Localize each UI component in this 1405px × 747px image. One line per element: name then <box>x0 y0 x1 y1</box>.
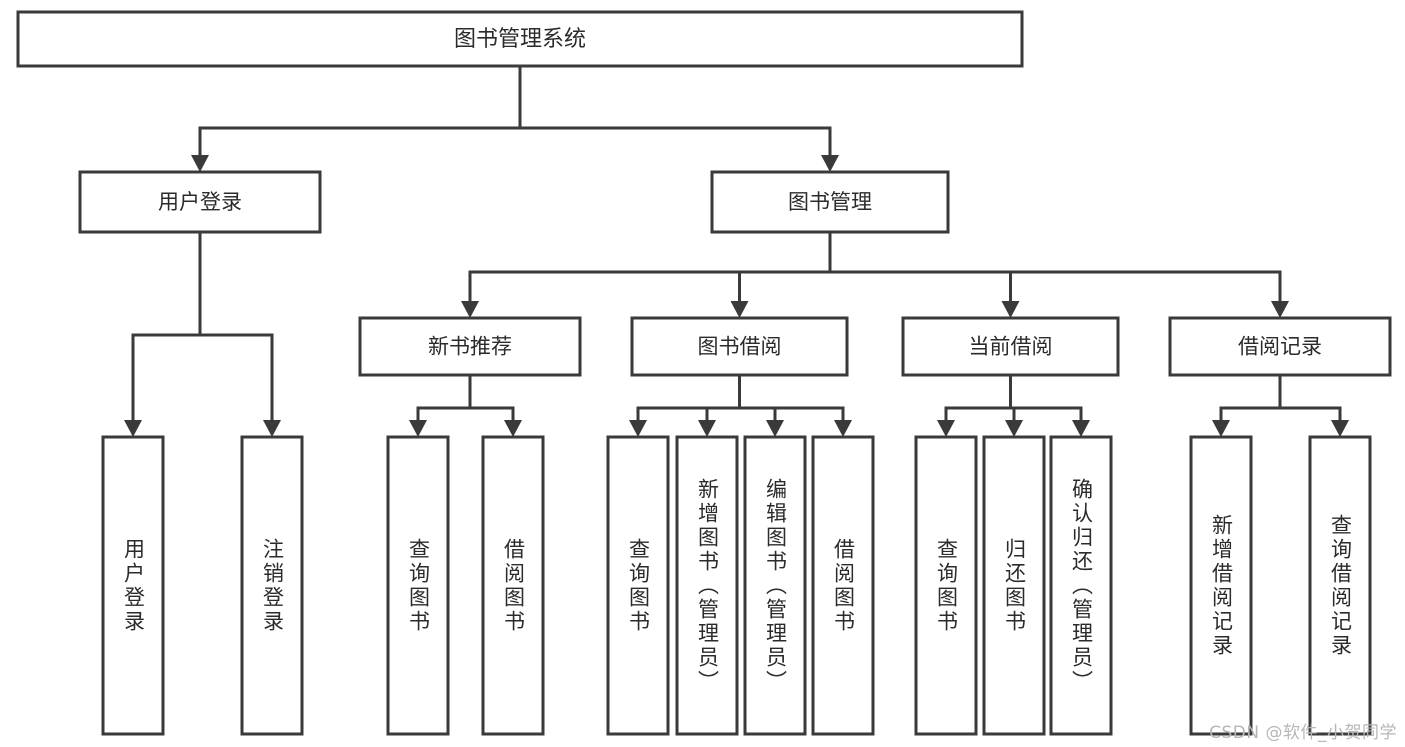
node-box-leaf-edit-book[interactable] <box>743 435 807 736</box>
arrow-head-icon-borrow-record <box>1271 301 1289 318</box>
arrow-head-icon-current-borrow <box>1001 301 1020 318</box>
node-box-leaf-return-book[interactable] <box>982 435 1046 736</box>
arrow-head-icon-book-manage <box>821 155 839 172</box>
arrow-head-icon-book-borrow <box>730 301 749 318</box>
node-box-leaf-user-login[interactable] <box>101 435 165 736</box>
node-box-book-manage[interactable] <box>710 170 950 234</box>
arrow-head-icon-leaf-confirm-return <box>1072 420 1090 437</box>
arrow-head-icon-leaf-borrow-book-1 <box>504 420 522 437</box>
node-label-book-manage: 图书管理 <box>788 190 872 214</box>
connector-layer <box>124 64 1349 437</box>
arrow-head-icon-user-login <box>191 155 209 172</box>
node-box-borrow-record[interactable] <box>1168 316 1392 377</box>
node-box-leaf-borrow-book-2[interactable] <box>811 435 875 736</box>
node-box-leaf-query-book-1[interactable] <box>386 435 450 736</box>
node-box-leaf-query-book-2[interactable] <box>606 435 670 736</box>
arrow-head-icon-leaf-add-record <box>1212 420 1230 437</box>
node-box-leaf-confirm-return[interactable] <box>1049 435 1113 736</box>
arrow-head-icon-leaf-borrow-book-2 <box>834 420 852 437</box>
arrow-head-icon-leaf-query-book-1 <box>409 420 427 437</box>
node-box-leaf-add-book[interactable] <box>675 435 739 736</box>
node-label-book-borrow: 图书借阅 <box>698 335 782 359</box>
node-box-user-login[interactable] <box>78 170 322 234</box>
node-box-root[interactable] <box>16 10 1024 68</box>
arrow-head-icon-leaf-add-book <box>698 420 716 437</box>
node-box-leaf-query-book-3[interactable] <box>914 435 978 736</box>
arrow-head-icon-leaf-return-book <box>1005 420 1023 437</box>
arrow-head-icon-leaf-user-login <box>124 420 142 437</box>
csdn-watermark: CSDN @软件_小贺同学 <box>1209 723 1397 743</box>
arrow-head-icon-leaf-user-logout <box>263 420 281 437</box>
node-box-current-borrow[interactable] <box>901 316 1120 377</box>
node-box-leaf-user-logout[interactable] <box>240 435 304 736</box>
node-label-new-book-rec: 新书推荐 <box>428 335 512 359</box>
node-label-root: 图书管理系统 <box>454 27 586 52</box>
node-label-user-login: 用户登录 <box>158 190 242 214</box>
node-box-new-book-rec[interactable] <box>358 316 582 377</box>
node-box-leaf-borrow-book-1[interactable] <box>481 435 545 736</box>
arrow-head-icon-leaf-query-book-3 <box>937 420 955 437</box>
node-label-borrow-record: 借阅记录 <box>1238 335 1322 359</box>
node-box-leaf-add-record[interactable] <box>1189 435 1253 736</box>
node-box-book-borrow[interactable] <box>630 316 849 377</box>
arrow-head-icon-leaf-query-book-2 <box>629 420 647 437</box>
node-label-current-borrow: 当前借阅 <box>969 335 1053 359</box>
arrow-head-icon-new-book-rec <box>461 301 479 318</box>
node-box-leaf-query-record[interactable] <box>1308 435 1372 736</box>
arrow-head-icon-leaf-query-record <box>1331 420 1349 437</box>
arrow-head-icon-leaf-edit-book <box>766 420 784 437</box>
